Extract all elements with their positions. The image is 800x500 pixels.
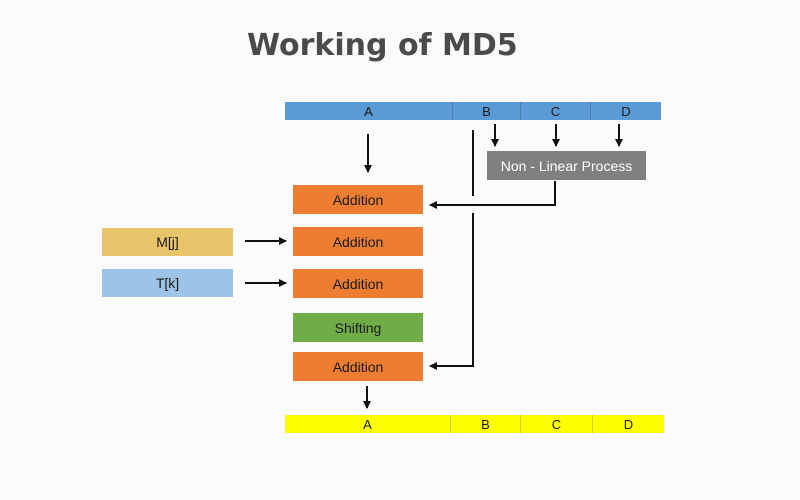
message-word-input: M[j] (102, 228, 233, 256)
shifting-box: Shifting (293, 313, 423, 342)
nonlinear-process-box: Non - Linear Process (487, 151, 646, 180)
addition-box-4: Addition (293, 352, 423, 381)
bottom-register: A B C D (285, 415, 664, 433)
bottom-register-d: D (623, 416, 634, 432)
top-register-b: B (453, 102, 521, 120)
diagram-title: Working of MD5 (247, 28, 518, 63)
arrow-nonlinear-to-addition (429, 181, 556, 209)
top-register-d: D (621, 103, 631, 119)
top-register-c: C (521, 102, 591, 120)
addition-box-3: Addition (293, 269, 423, 298)
bottom-register-c: C (521, 415, 593, 433)
constant-input: T[k] (102, 269, 233, 297)
top-register-a: A (285, 102, 453, 120)
arrow-b-to-addition (429, 213, 474, 370)
addition-box-2: Addition (293, 227, 423, 256)
bottom-register-a: A (285, 415, 451, 433)
bottom-register-b: B (451, 415, 521, 433)
top-register: A B C D (285, 102, 661, 120)
addition-box-1: Addition (293, 185, 423, 214)
